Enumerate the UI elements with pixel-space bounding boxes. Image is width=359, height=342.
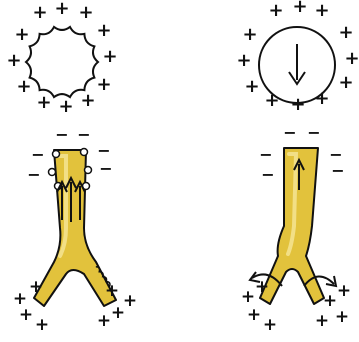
plus-sign: + [105, 281, 119, 301]
plus-sign: + [314, 88, 329, 109]
plus-sign: + [29, 277, 43, 297]
minus-sign: − [259, 145, 272, 164]
plus-sign: + [80, 90, 95, 111]
plus-sign: + [14, 24, 29, 45]
minus-sign: − [77, 125, 90, 144]
plus-sign: + [290, 94, 305, 115]
plus-sign: + [241, 287, 255, 307]
minus-sign: − [261, 165, 274, 184]
plus-sign: + [32, 2, 47, 23]
plus-sign: + [338, 72, 353, 93]
minus-sign: − [307, 123, 320, 142]
plus-sign: + [54, 0, 69, 19]
plus-sign: + [16, 76, 31, 97]
plus-sign: + [315, 311, 329, 331]
plus-sign: + [314, 0, 329, 21]
minus-sign: − [31, 145, 44, 164]
scalloped-membrane [26, 27, 98, 97]
minus-sign: − [55, 125, 68, 144]
minus-sign: − [99, 159, 112, 178]
plus-sign: + [247, 305, 261, 325]
minus-sign: − [283, 123, 296, 142]
plus-sign: + [335, 307, 349, 327]
plus-sign: + [123, 291, 137, 311]
plus-sign: + [337, 281, 351, 301]
plus-sign: + [97, 311, 111, 331]
plus-sign: + [96, 74, 111, 95]
plus-sign: + [268, 0, 283, 21]
plus-sign: + [255, 277, 269, 297]
plus-sign: + [6, 50, 21, 71]
plus-sign: + [263, 315, 277, 335]
plus-sign: + [36, 92, 51, 113]
minus-sign: − [27, 165, 40, 184]
charge-bump [85, 167, 92, 174]
plus-sign: + [344, 48, 359, 69]
charge-bump [81, 149, 88, 156]
plus-sign: + [96, 20, 111, 41]
plus-sign: + [102, 46, 117, 67]
minus-sign: − [331, 161, 344, 180]
plus-sign: + [242, 24, 257, 45]
plus-sign: + [338, 22, 353, 43]
plus-sign: + [58, 96, 73, 117]
plus-sign: + [292, 0, 307, 17]
charge-bump [53, 151, 60, 158]
plus-sign: + [264, 90, 279, 111]
plus-sign: + [244, 76, 259, 97]
plus-sign: + [78, 2, 93, 23]
charge-bump [49, 169, 56, 176]
plus-sign: + [19, 305, 33, 325]
scalloped-cell [26, 27, 98, 97]
minus-sign: − [97, 141, 110, 160]
plus-sign: + [236, 50, 251, 71]
plus-sign: + [35, 315, 49, 335]
